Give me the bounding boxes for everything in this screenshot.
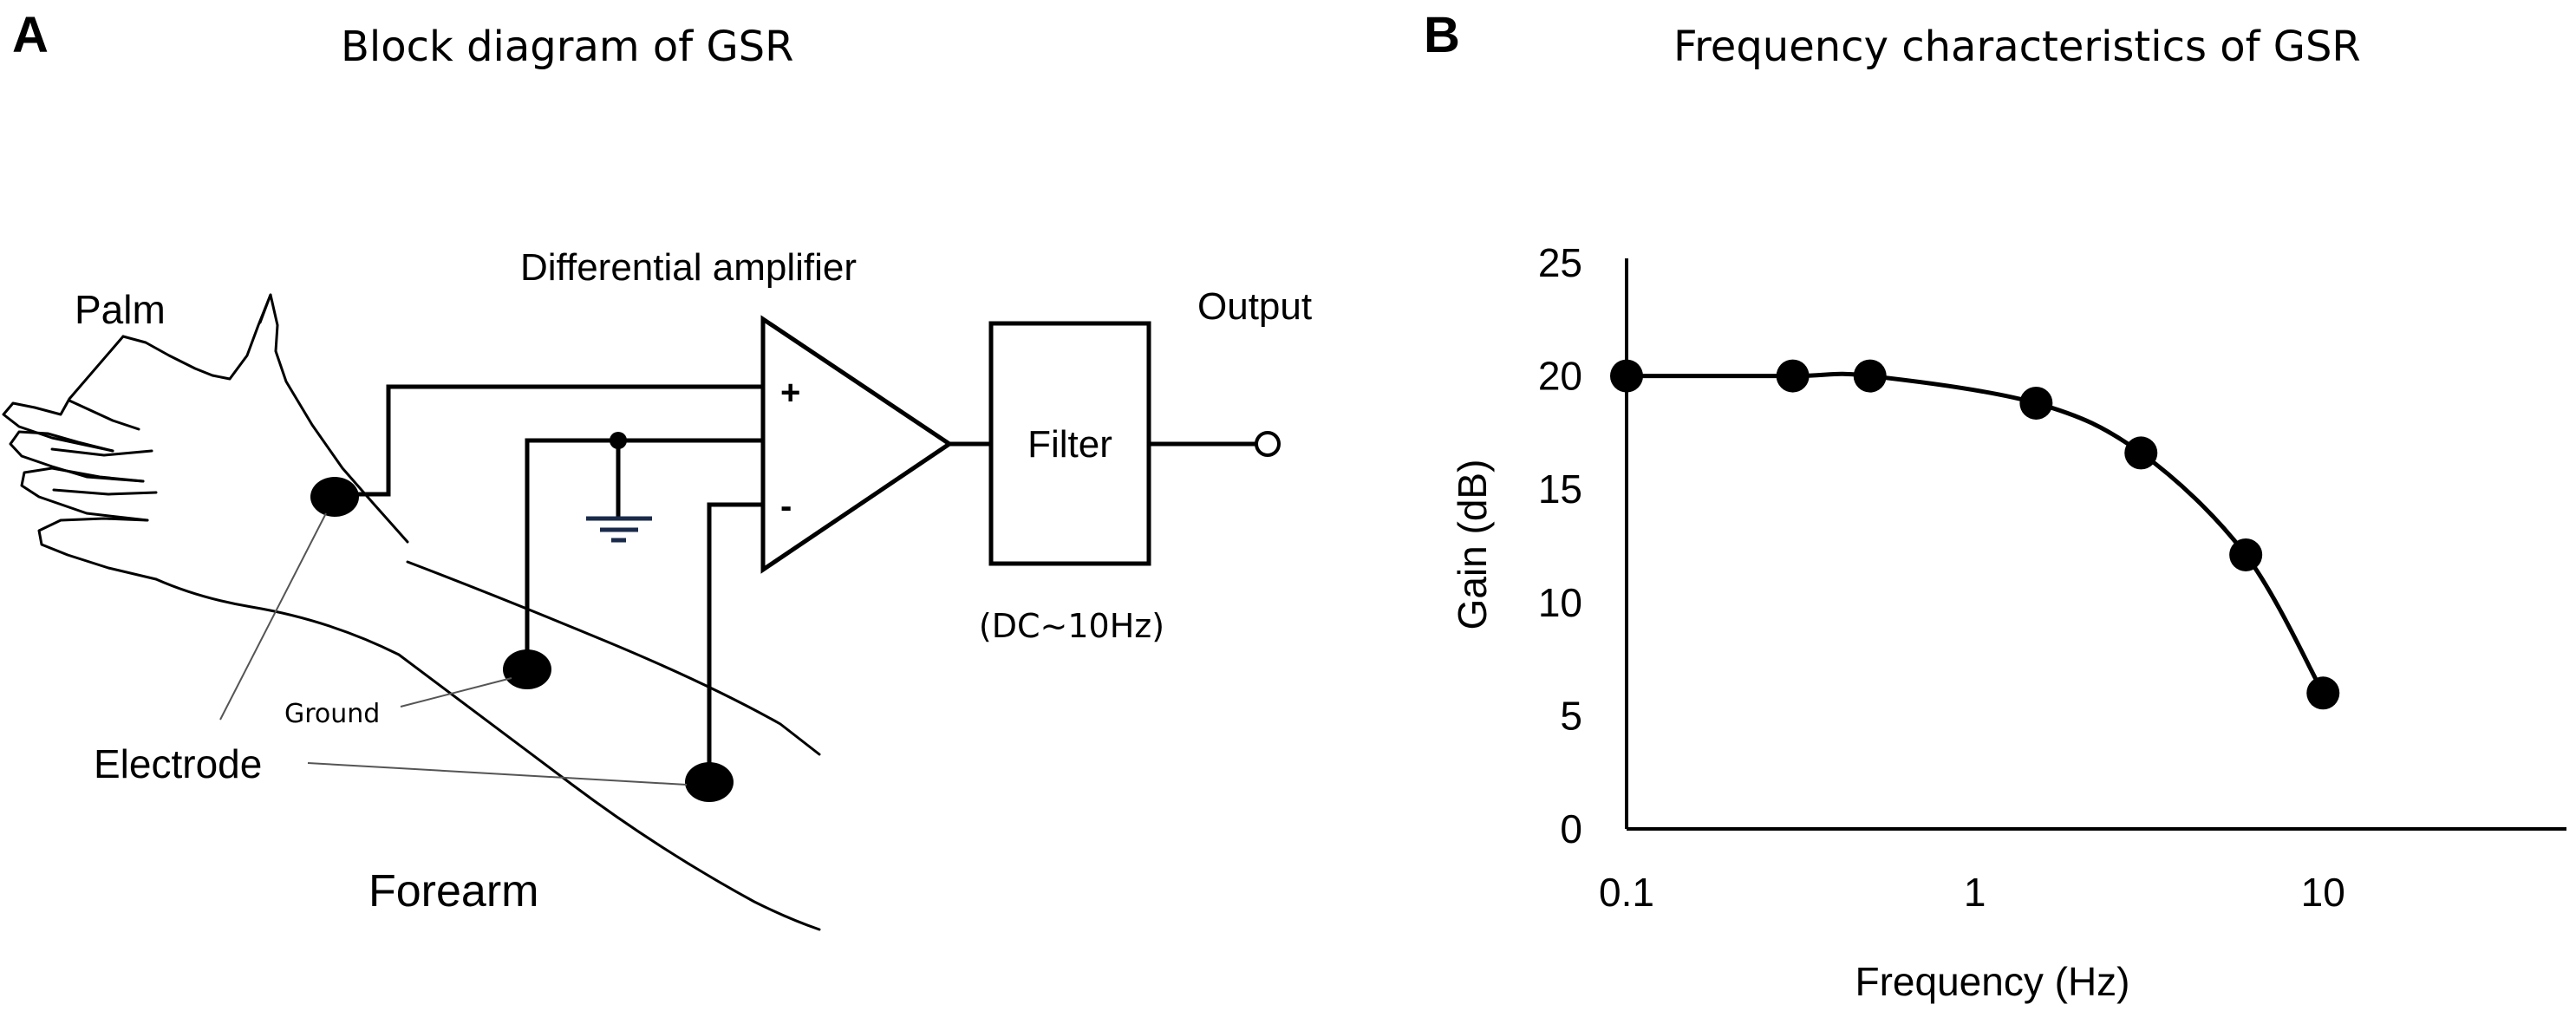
data-point [1610,359,1643,393]
y-tick-labels: 0 5 10 15 20 25 [1538,240,1582,851]
hand-outline [2,293,821,931]
little-finger [37,517,158,581]
electrode-palm [310,477,359,517]
y-tick-label: 10 [1538,580,1582,625]
wire-plus-input [345,384,763,497]
finger-gap-1 [68,399,140,431]
panel-a: A Block diagram of GSR [2,7,1312,931]
x-tick-label: 1 [1964,870,1986,915]
ring-finger [20,466,149,522]
series-line [1627,371,2325,695]
ground-label: Ground [284,699,380,729]
y-tick-label: 15 [1538,466,1582,512]
ground-symbol [586,516,652,543]
data-point [2019,386,2053,420]
y-axis-label: Gain (dB) [1450,460,1495,630]
filter-range-label: (DC~10Hz) [979,607,1164,645]
data-point [1776,359,1810,393]
y-tick-label: 0 [1560,806,1582,851]
finger-gap-2 [50,447,153,457]
panel-b-title: Frequency characteristics of GSR [1673,23,2361,71]
filter-label: Filter [1027,423,1112,466]
x-tick-label: 0.1 [1599,870,1654,915]
x-tick-label: 10 [2301,870,2345,915]
electrode-label: Electrode [94,741,262,786]
gain-frequency-chart: 0 5 10 15 20 25 0.1 1 10 Frequency (Hz) Gain (d… [1450,240,2566,1004]
series-markers [1610,359,2340,710]
data-point [2229,538,2263,571]
data-point [2124,436,2158,470]
electrode-ground [503,649,551,689]
amp-minus-sign: - [780,487,792,525]
junction-dot [610,432,627,449]
amp-plus-sign: + [780,374,800,412]
circuit-wires [345,384,1255,780]
leader-palm-electrode [219,512,327,721]
leader-ground [400,677,512,708]
differential-amplifier-symbol [760,315,954,574]
thumb-outline [121,293,409,544]
y-tick-label: 5 [1560,693,1582,738]
data-point [2306,676,2340,710]
wire-ground [525,438,763,669]
y-tick-label: 25 [1538,240,1582,285]
panel-b-letter: B [1424,7,1460,63]
filter-box [988,321,1151,566]
palm-label: Palm [75,287,166,332]
leader-lines [219,512,688,786]
output-label: Output [1197,285,1312,328]
x-tick-labels: 0.1 1 10 [1599,870,2345,915]
amplifier-label: Differential amplifier [520,246,857,289]
forearm-upper-edge [406,560,821,756]
x-axis-label: Frequency (Hz) [1855,959,2130,1004]
output-terminal [1255,431,1281,457]
index-finger [2,335,125,453]
leader-forearm-electrode [307,762,688,786]
thumb-tip [258,293,272,324]
forearm-lower-edge [154,577,821,931]
finger-gap-3 [52,488,158,496]
electrode-forearm [685,762,734,802]
forearm-label: Forearm [368,866,538,916]
panel-a-title: Block diagram of GSR [341,23,793,71]
data-point [1853,359,1887,393]
panel-b: B Frequency characteristics of GSR 0 5 10 1… [1424,7,2566,1004]
wire-minus-input [707,502,763,780]
panel-a-letter: A [12,7,49,63]
y-tick-label: 20 [1538,354,1582,399]
